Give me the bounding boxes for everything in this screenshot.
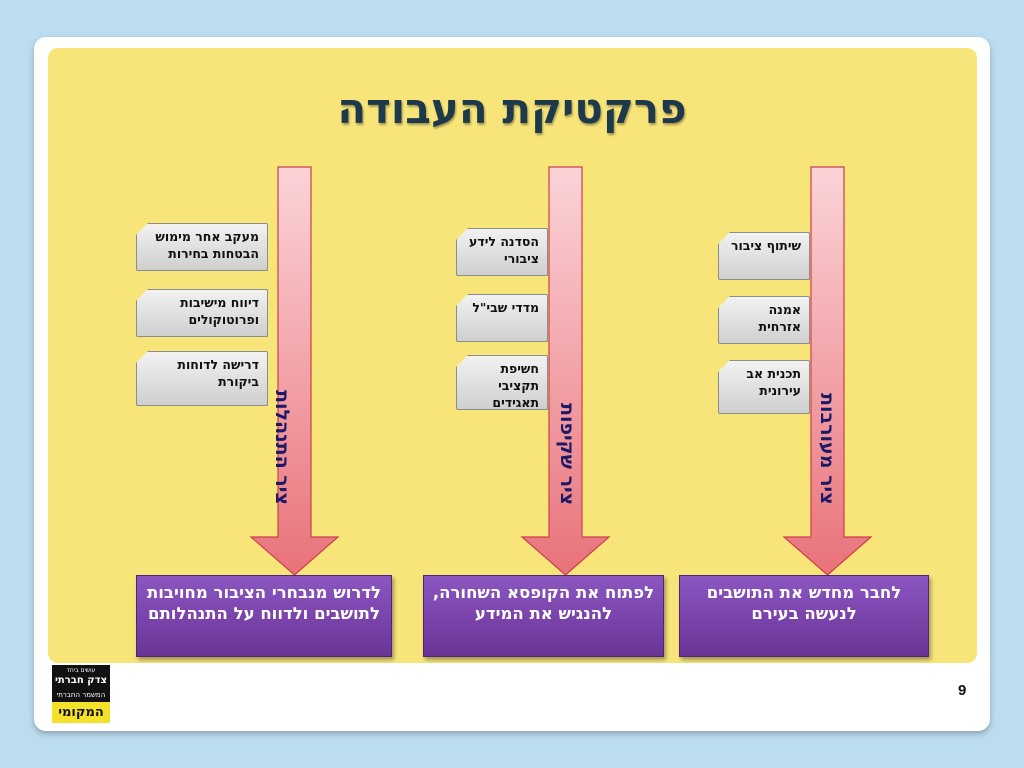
axis-label-conduct: ציר התנהלות [271, 390, 293, 505]
axis-label-engagement: ציר מעורבות [816, 393, 838, 505]
goal-box-transparency: לפתוח את הקופסא השחורה, להנגיש את המידע [423, 575, 664, 657]
down-arrow-icon [782, 166, 873, 576]
down-arrow-icon [520, 166, 611, 576]
logo-line: המקומי [52, 702, 110, 723]
item-tag: הסדנה לידע ציבורי [456, 228, 548, 276]
item-tag: דרישה לדוחות ביקורת [136, 351, 268, 406]
down-arrow-icon [249, 166, 340, 576]
item-tag: מעקב אחר מימוש הבטחות בחירות [136, 223, 268, 271]
item-tag: שיתוף ציבור [718, 232, 810, 280]
slide-title: פרקטיקת העבודה [337, 84, 687, 133]
axis-label-transparency: ציר שקיפות [556, 402, 578, 505]
goal-box-conduct: לדרוש מנבחרי הציבור מחויבות לתושבים ולדו… [136, 575, 392, 657]
logo-line: המשמר החברתי [56, 691, 106, 699]
logo-line: צדק חברתי [54, 675, 108, 686]
item-tag: אמנה אזרחית [718, 296, 810, 344]
page-number: 9 [958, 682, 967, 699]
logo-line: עושים ביחד [66, 667, 96, 674]
item-tag: חשיפת תקציבי תאגידים [456, 355, 548, 410]
item-tag: דיווח מישיבות ופרוטוקולים [136, 289, 268, 337]
item-tag: מדדי שבי"ל [456, 294, 548, 342]
goal-box-engagement: לחבר מחדש את התושבים לנעשה בעירם [679, 575, 929, 657]
organization-logo: עושים ביחד צדק חברתי המשמר החברתי המקומי [52, 665, 110, 723]
item-tag: תכנית אב עירונית [718, 360, 810, 414]
